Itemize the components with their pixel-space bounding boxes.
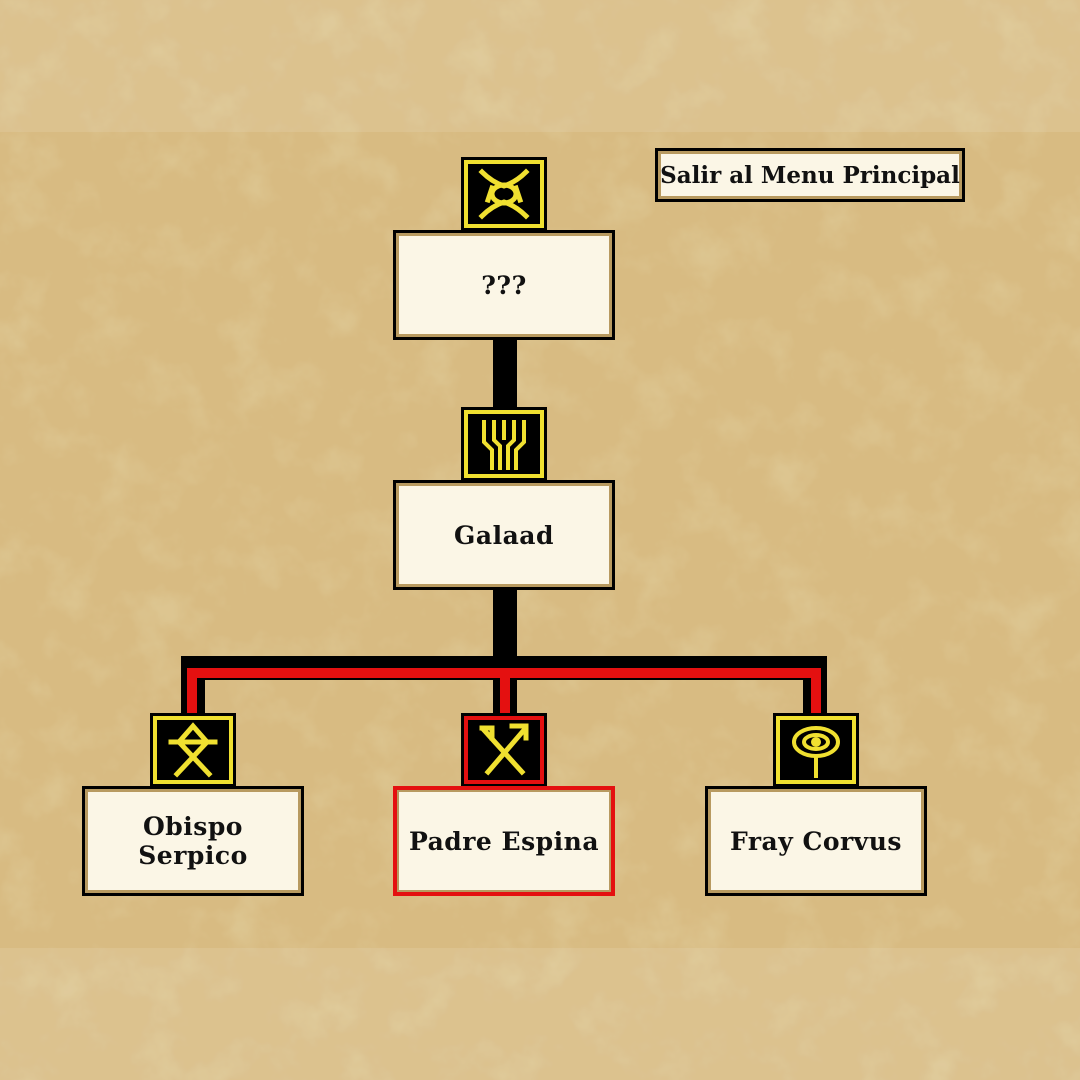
- exit-main-menu-button[interactable]: Salir al Menu Principal: [655, 148, 965, 202]
- connector-root-galaad: [493, 338, 517, 412]
- red-path-center: [500, 668, 510, 720]
- node-label: Fray Corvus: [730, 826, 902, 856]
- ornate-knot-icon: [461, 157, 547, 231]
- red-path-left: [187, 668, 197, 720]
- crossed-tools-icon: [461, 713, 547, 787]
- node-label: Galaad: [454, 520, 554, 550]
- tree-node-padre-espina[interactable]: Padre Espina: [393, 786, 615, 896]
- tree-node-galaad[interactable]: Galaad: [393, 480, 615, 590]
- connector-galaad-branch: [493, 588, 517, 662]
- exit-main-menu-label: Salir al Menu Principal: [660, 161, 960, 189]
- eye-staff-icon: [773, 713, 859, 787]
- tree-node-fray-corvus[interactable]: Fray Corvus: [705, 786, 927, 896]
- node-label: Obispo Serpico: [138, 812, 248, 870]
- red-path-right: [811, 668, 821, 720]
- tree-node-root[interactable]: ???: [393, 230, 615, 340]
- forked-runes-icon: [461, 407, 547, 481]
- node-label: Padre Espina: [408, 826, 600, 856]
- top-band: [0, 0, 1080, 132]
- bottom-band: [0, 948, 1080, 1080]
- cross-rune-icon: [150, 713, 236, 787]
- node-label: ???: [481, 270, 527, 300]
- tree-node-obispo-serpico[interactable]: Obispo Serpico: [82, 786, 304, 896]
